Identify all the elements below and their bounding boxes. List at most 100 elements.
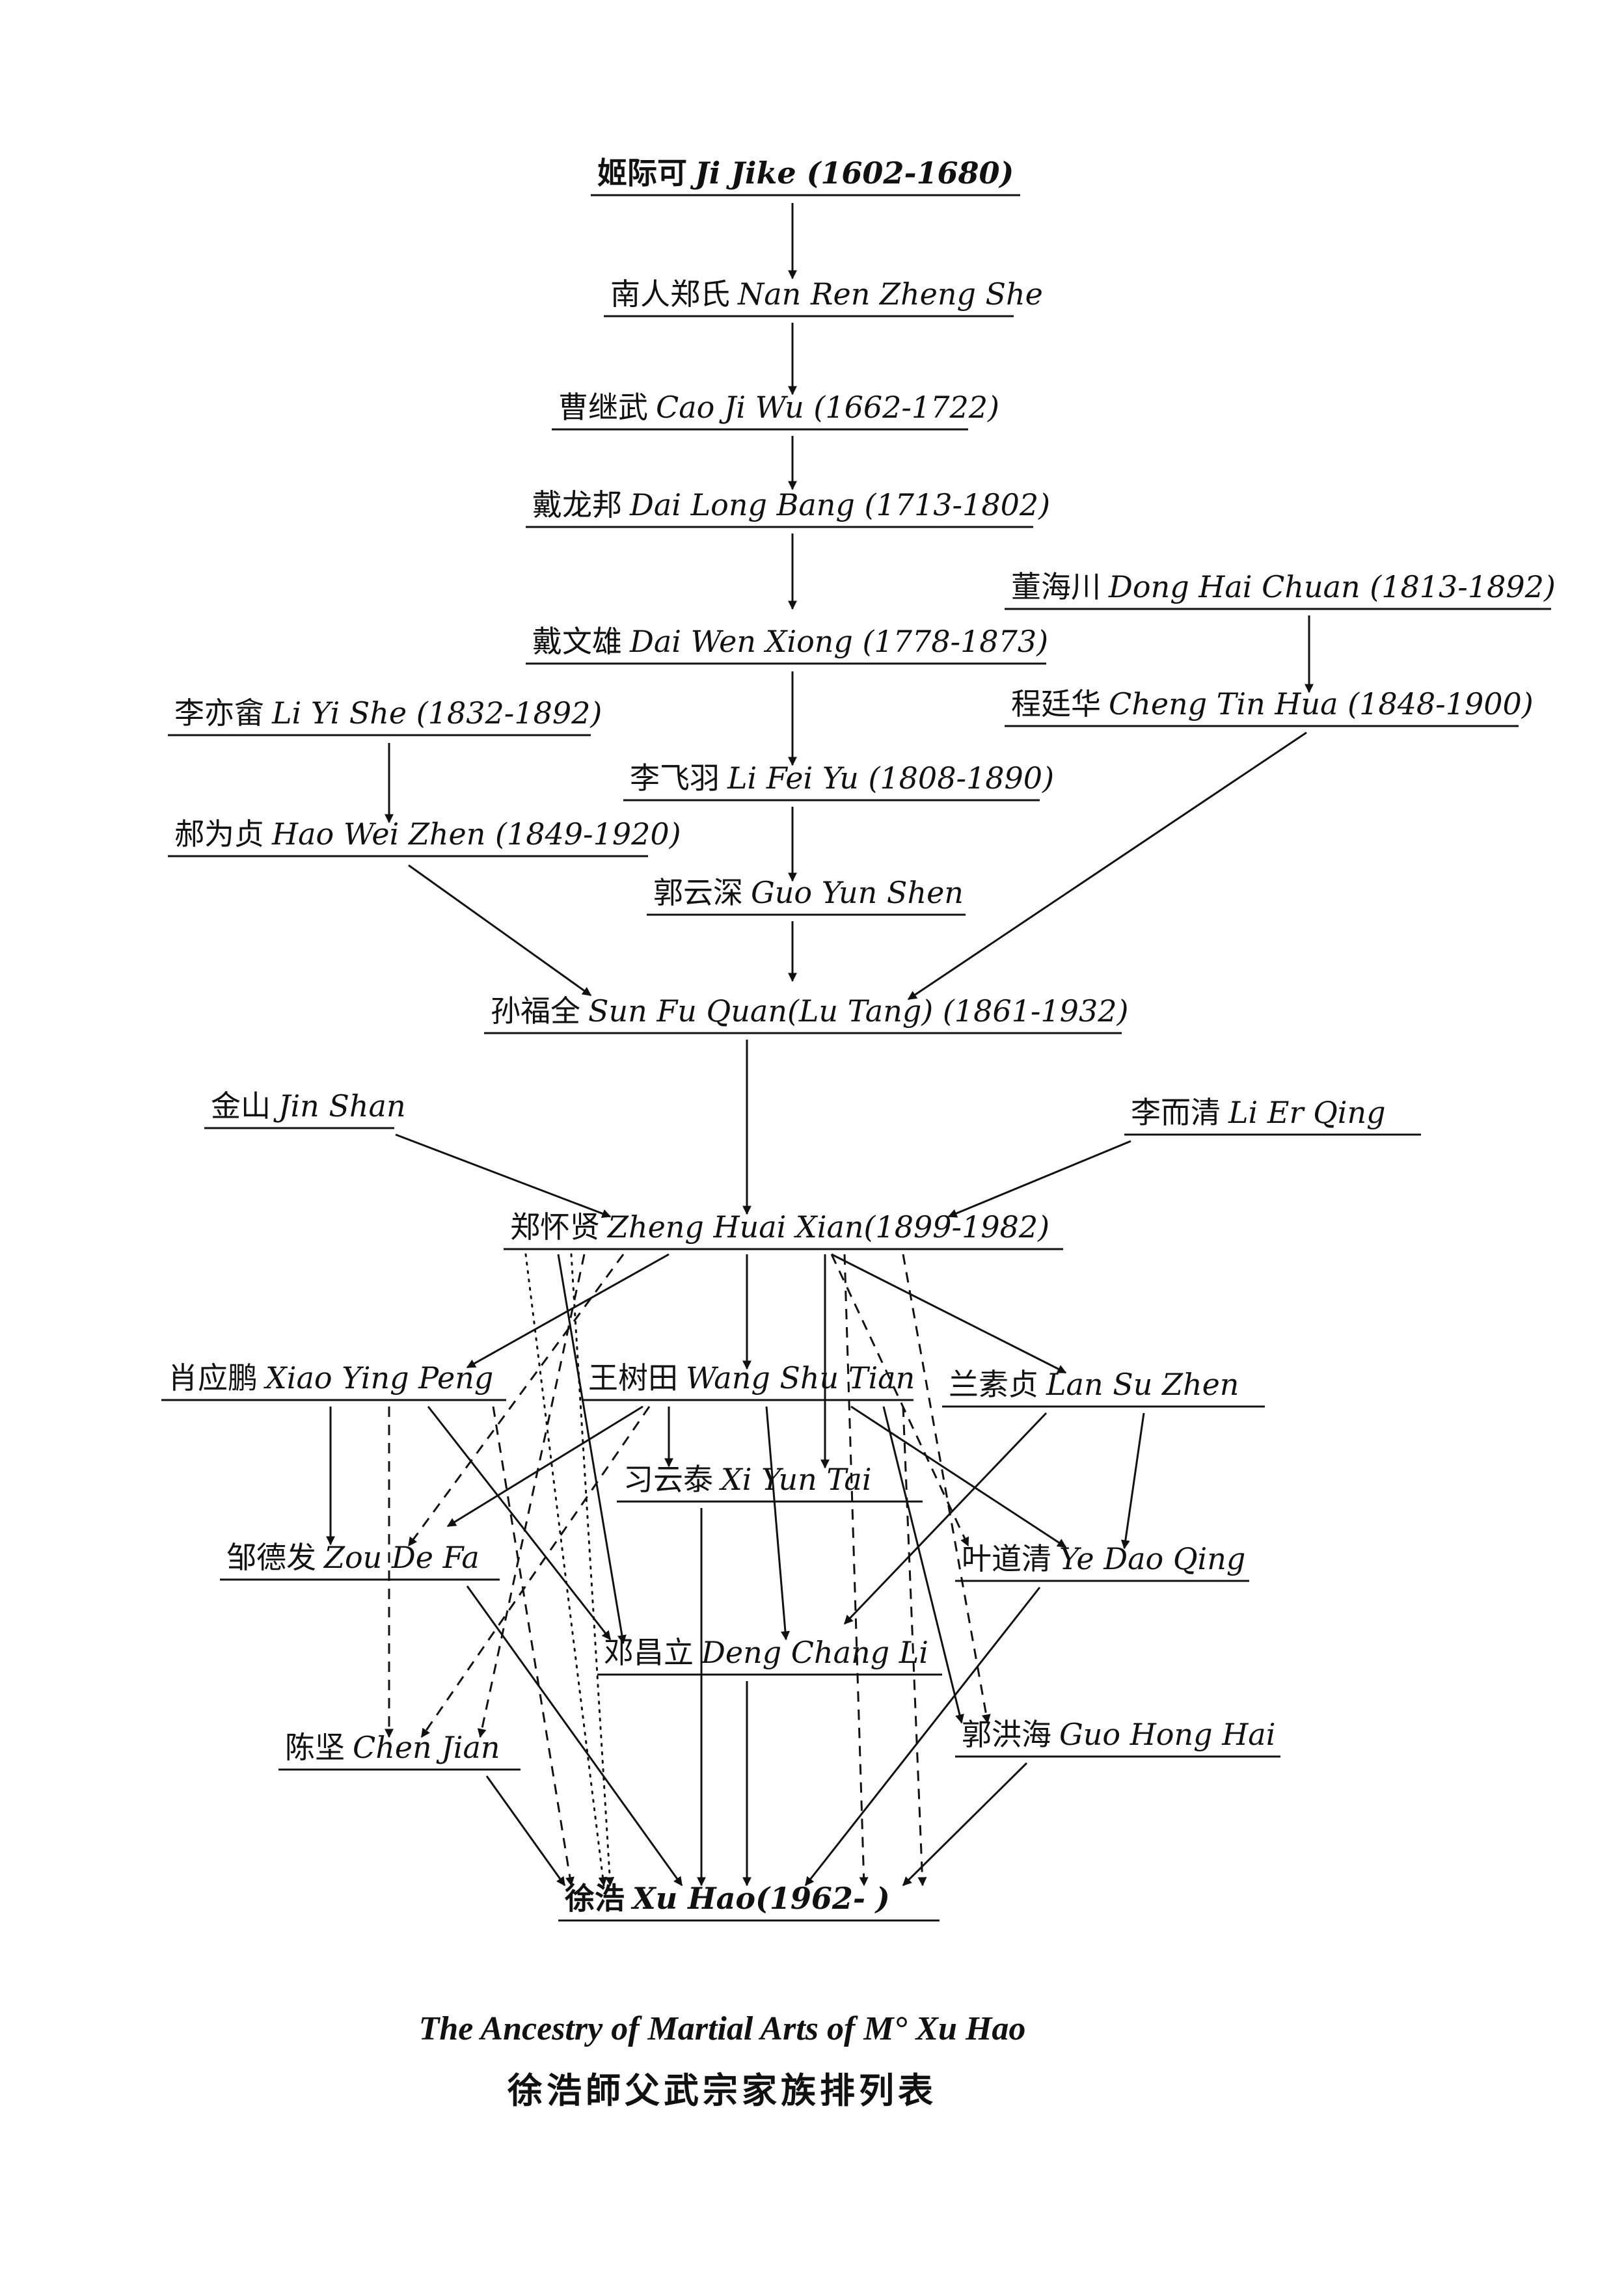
person-name-english: Wang Shu Tian [686, 1360, 915, 1395]
person-name-chinese: 姬际可 [597, 155, 687, 191]
person-name-chinese: 金山 [211, 1088, 271, 1124]
person-name-english: Dong Hai Chuan (1813-1892) [1108, 569, 1556, 604]
person-name-chinese: 南人郑氏 [610, 276, 730, 312]
person-name-english: Hao Wei Zhen (1849-1920) [271, 816, 681, 852]
link-zheng-huaixian-to-guo-honghai [902, 1254, 991, 1724]
person-name-english: Dai Wen Xiong (1778-1873) [629, 624, 1048, 659]
person-name-english: Ye Dao Qing [1059, 1541, 1245, 1576]
person-name-chinese: 陈坚 [285, 1730, 345, 1765]
link-wang-shutian-to-ye-daoqing [850, 1405, 1067, 1548]
person-name-english: Nan Ren Zheng She [737, 276, 1043, 312]
link-zheng-huaixian-to-zou-defa [407, 1254, 625, 1547]
link-li-erqing-to-zheng-huaixian [947, 1140, 1131, 1218]
person-name-chinese: 郑怀贤 [510, 1209, 600, 1245]
person-name-english: Xi Yun Tai [719, 1462, 872, 1497]
person-name-chinese: 戴文雄 [532, 624, 622, 659]
person-name-chinese: 邓昌立 [604, 1635, 694, 1670]
link-zou-defa-to-xu-hao [466, 1585, 683, 1887]
link-wang-shutian-to-guo-honghai [882, 1406, 964, 1724]
person-name-chinese: 徐浩 [564, 1881, 625, 1916]
person-name-english: Guo Hong Hai [1059, 1717, 1275, 1752]
person-name-chinese: 习云泰 [623, 1462, 713, 1497]
person-name-chinese: 兰素贞 [949, 1367, 1038, 1402]
person-name-english: Cao Ji Wu (1662-1722) [656, 390, 999, 425]
person-name-english: Xiao Ying Peng [264, 1360, 493, 1395]
link-wang-shutian-to-xu-hao [902, 1406, 927, 1887]
diagram-subtitle: 徐浩師父武宗家族排列表 [507, 2070, 937, 2111]
person-name-english: Lan Su Zhen [1046, 1367, 1239, 1402]
link-wang-shutian-to-zou-defa [446, 1405, 643, 1528]
person-name-english: Jin Shan [273, 1088, 406, 1124]
person-name-chinese: 曹继武 [558, 390, 648, 425]
lineage-links [326, 203, 1314, 1887]
link-guo-honghai-to-xu-hao [902, 1762, 1028, 1887]
link-zheng-huaixian-to-chen-jian [477, 1254, 586, 1738]
link-zheng-huaixian-to-xu-hao [570, 1253, 615, 1887]
link-hao-weizhen-to-sun-fuquan [408, 864, 592, 997]
link-lan-suzhen-to-ye-daoqing [1120, 1412, 1145, 1550]
person-name-english: Deng Chang Li [701, 1635, 928, 1670]
diagram-title: The Ancestry of Martial Arts of M° Xu Ha… [419, 2010, 1026, 2047]
person-name-chinese: 董海川 [1011, 569, 1101, 604]
person-name-english: Li Fei Yu (1808-1890) [727, 761, 1054, 796]
link-chen-jian-to-xu-hao [485, 1775, 566, 1887]
person-name-english: Li Er Qing [1228, 1095, 1386, 1130]
person-name-chinese: 叶道清 [962, 1541, 1051, 1576]
person-name-english: Guo Yun Shen [751, 875, 964, 910]
person-name-english: Zou De Fa [323, 1540, 480, 1575]
person-name-english: Cheng Tin Hua (1848-1900) [1109, 686, 1534, 721]
link-wang-shutian-to-chen-jian [420, 1406, 651, 1738]
link-ye-daoqing-to-xu-hao [804, 1587, 1041, 1887]
link-lan-suzhen-to-deng-changli [843, 1412, 1048, 1625]
link-zheng-huaixian-to-xu-hao [843, 1254, 869, 1887]
person-name-chinese: 郭云深 [653, 875, 743, 910]
link-xiao-yingpeng-to-xu-hao [492, 1406, 575, 1887]
person-name-chinese: 孙福全 [491, 993, 580, 1029]
person-name-chinese: 李而清 [1131, 1095, 1221, 1130]
person-name-chinese: 王树田 [588, 1360, 678, 1395]
person-name-english: Sun Fu Quan(Lu Tang) (1861-1932) [588, 993, 1128, 1029]
link-wang-shutian-to-deng-changli [765, 1406, 790, 1641]
person-name-chinese: 程廷华 [1011, 686, 1101, 721]
link-zheng-huaixian-to-lan-suzhen [831, 1253, 1067, 1374]
link-xiao-yingpeng-to-deng-changli [427, 1406, 612, 1641]
